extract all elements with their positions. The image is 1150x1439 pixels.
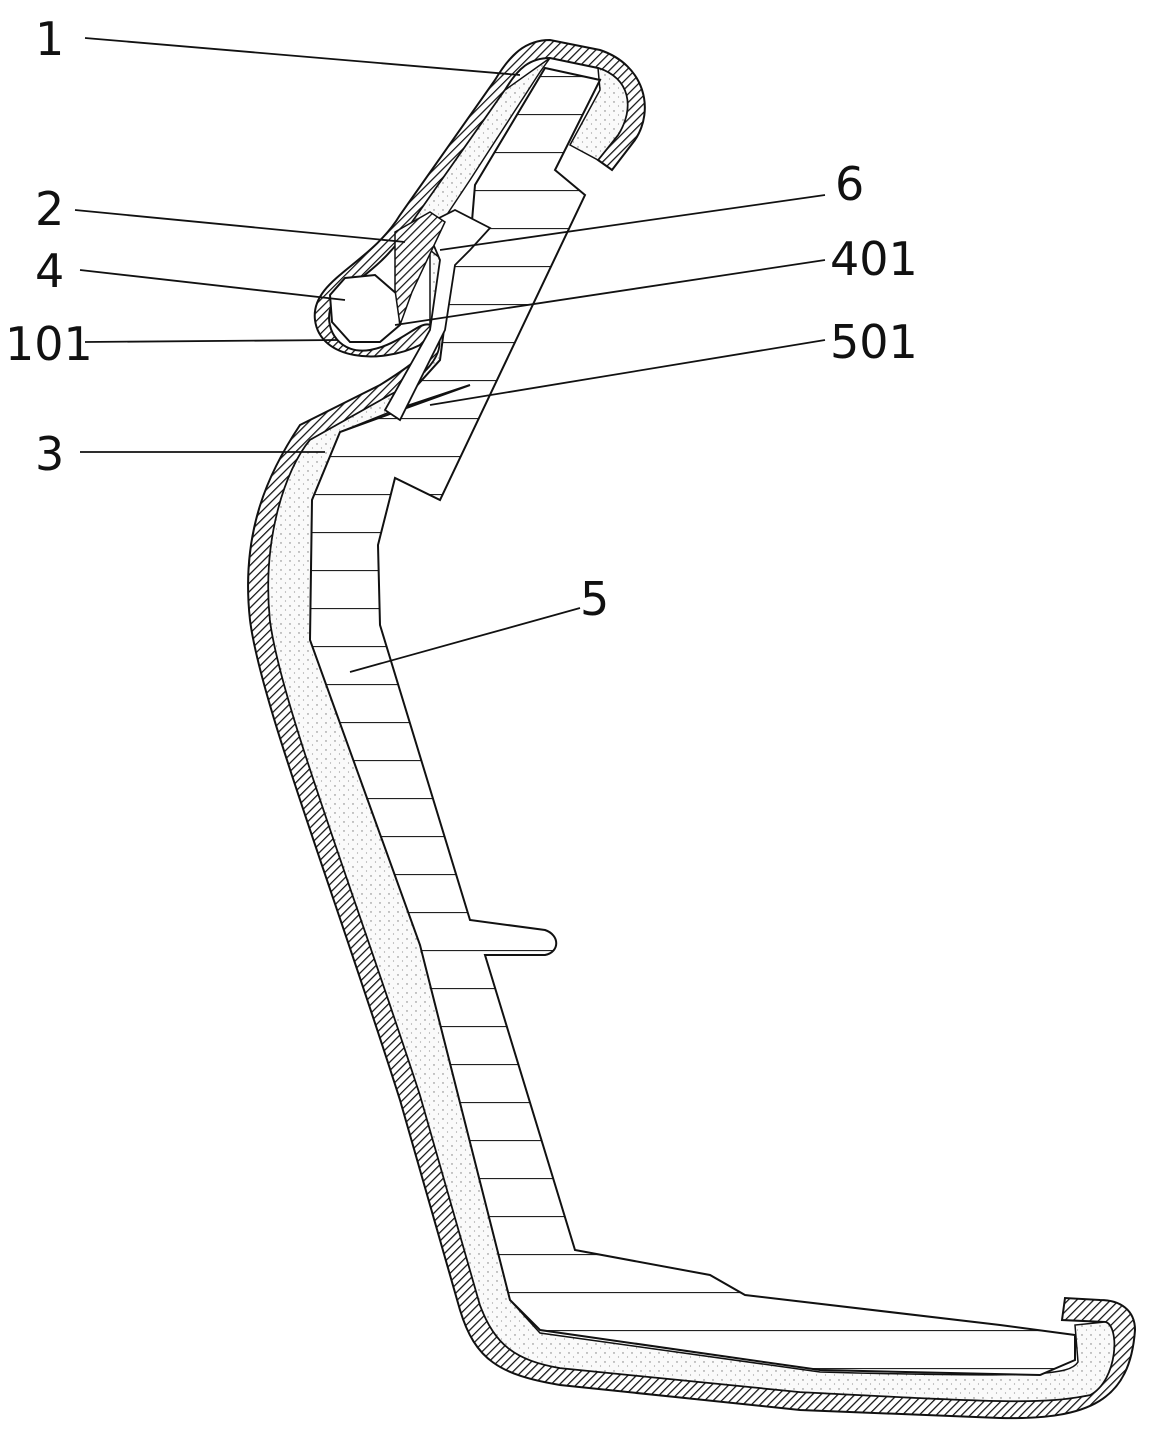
leader-lines (74, 37, 826, 673)
label-1: 1 (35, 12, 64, 66)
clip-2 (394, 211, 446, 326)
insert-501 (383, 208, 492, 422)
tube-4 (328, 273, 402, 343)
label-501: 501 (830, 315, 918, 369)
label-401: 401 (830, 232, 918, 286)
label-2: 2 (35, 182, 64, 236)
label-4: 4 (35, 244, 64, 298)
core-frame (308, 66, 1076, 1377)
label-3: 3 (35, 427, 64, 481)
label-6: 6 (835, 157, 864, 211)
label-5: 5 (580, 572, 609, 626)
label-101: 101 (5, 317, 93, 371)
